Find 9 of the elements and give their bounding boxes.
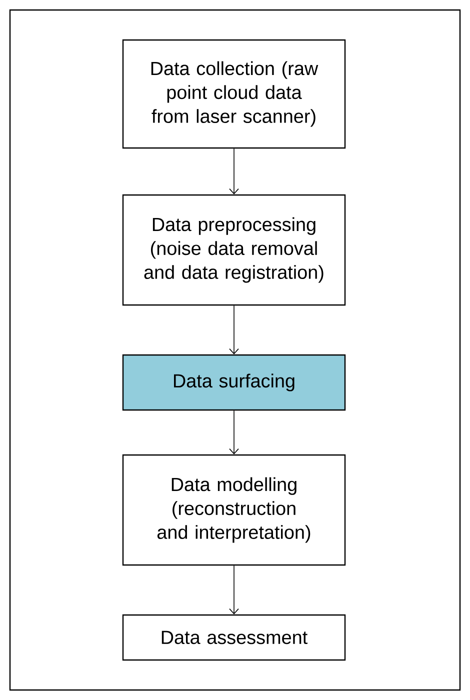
process-box: Data modelling (reconstruction and interpretation): [122, 454, 346, 566]
arrow: [229, 565, 239, 614]
arrow: [229, 410, 239, 454]
arrow: [229, 148, 239, 194]
process-box: Data assessment: [122, 614, 346, 661]
arrow: [229, 305, 239, 354]
process-box: Data surfacing: [122, 354, 346, 411]
process-box: Data preprocessing (noise data removal and data registration): [122, 194, 346, 306]
process-box: Data collection (raw point cloud data from laser scanner): [122, 39, 346, 149]
